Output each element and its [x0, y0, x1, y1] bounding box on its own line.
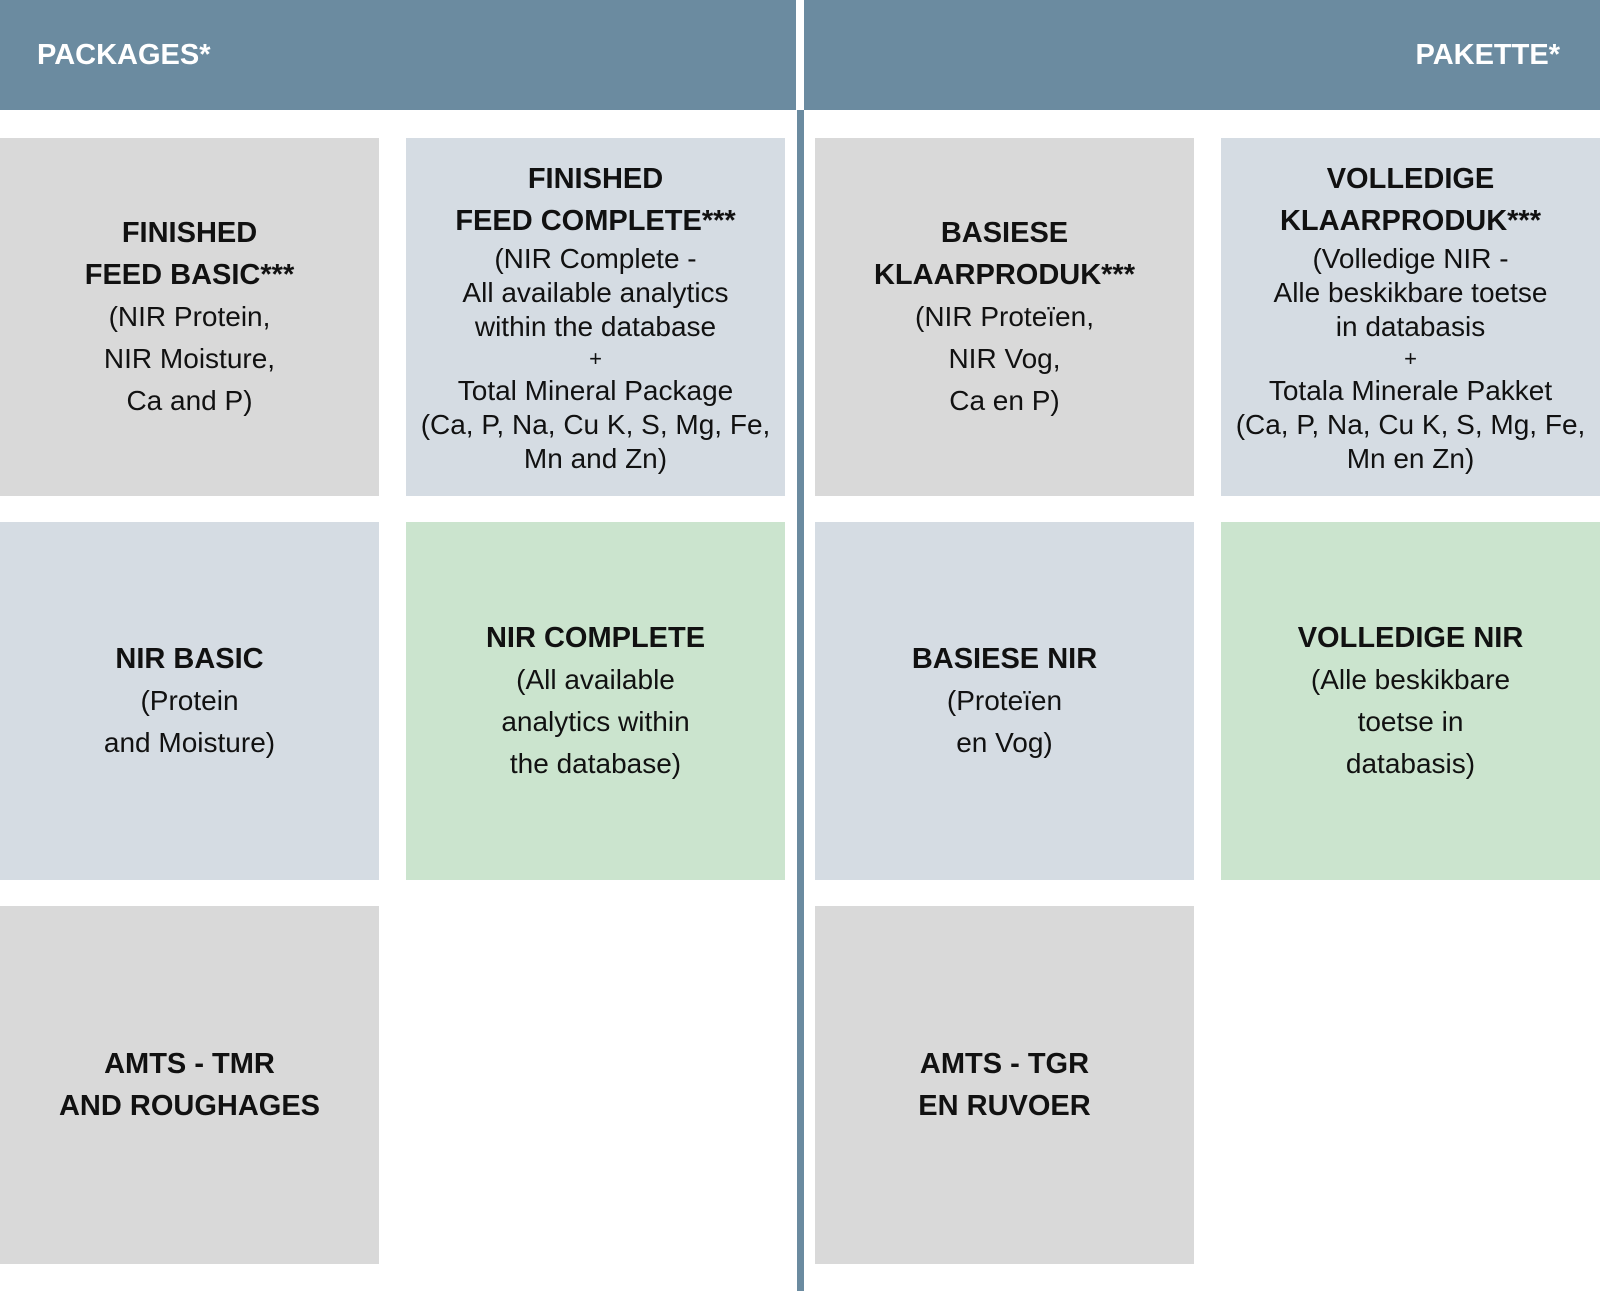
- card-description: (All available analytics within the data…: [501, 664, 690, 779]
- card-volledige-nir: VOLLEDIGE NIR (Alle beskikbare toetse in…: [1221, 522, 1600, 880]
- card-nir-complete: NIR COMPLETE (All available analytics wi…: [406, 522, 785, 880]
- card-title: VOLLEDIGE KLAARPRODUK***: [1279, 163, 1541, 237]
- card-title: NIR BASIC: [115, 643, 264, 675]
- card-description: (Alle beskikbare toetse in databasis): [1310, 664, 1511, 779]
- card-title: BASIESE NIR: [911, 643, 1098, 675]
- card-description-minerals: Totala Minerale Pakket (Ca, P, Na, Cu K,…: [1235, 375, 1586, 474]
- packages-title: PACKAGES*: [37, 38, 211, 71]
- card-title: BASIESE KLAARPRODUK***: [873, 217, 1135, 291]
- card-finished-feed-complete: FINISHED FEED COMPLETE*** (NIR Complete …: [406, 138, 785, 496]
- pakette-title: PAKETTE*: [1415, 38, 1560, 71]
- card-description: (Protein and Moisture): [103, 685, 276, 758]
- card-nir-basic: NIR BASIC (Protein and Moisture): [0, 522, 379, 880]
- card-finished-feed-basic: FINISHED FEED BASIC*** (NIR Protein, NIR…: [0, 138, 379, 496]
- packages-header: PACKAGES*: [0, 0, 796, 110]
- card-description: (Proteïen en Vog): [946, 685, 1063, 758]
- plus-sign: +: [1404, 346, 1417, 371]
- card-title: AMTS - TMR AND ROUGHAGES: [58, 1048, 320, 1122]
- card-amts-tmr: AMTS - TMR AND ROUGHAGES: [0, 906, 379, 1264]
- card-amts-tgr: AMTS - TGR EN RUVOER: [815, 906, 1194, 1264]
- card-title: FINISHED FEED BASIC***: [84, 217, 295, 291]
- plus-sign: +: [589, 346, 602, 371]
- card-volledige-klaarproduk: VOLLEDIGE KLAARPRODUK*** (Volledige NIR …: [1221, 138, 1600, 496]
- card-description: (NIR Protein, NIR Moisture, Ca and P): [103, 301, 276, 416]
- card-title: VOLLEDIGE NIR: [1297, 622, 1524, 654]
- card-title: FINISHED FEED COMPLETE***: [455, 163, 736, 237]
- card-description-minerals: Total Mineral Package (Ca, P, Na, Cu K, …: [420, 375, 771, 474]
- card-description: (NIR Proteïen, NIR Vog, Ca en P): [915, 301, 1094, 416]
- card-basiese-klaarproduk: BASIESE KLAARPRODUK*** (NIR Proteïen, NI…: [815, 138, 1194, 496]
- card-title: AMTS - TGR EN RUVOER: [918, 1048, 1091, 1122]
- card-description: (Volledige NIR - Alle beskikbare toetse …: [1273, 243, 1548, 342]
- card-title: NIR COMPLETE: [485, 622, 706, 654]
- center-divider: [797, 110, 804, 1291]
- card-basiese-nir: BASIESE NIR (Proteïen en Vog): [815, 522, 1194, 880]
- pakette-header: PAKETTE*: [804, 0, 1600, 110]
- card-description: (NIR Complete - All available analytics …: [462, 243, 729, 342]
